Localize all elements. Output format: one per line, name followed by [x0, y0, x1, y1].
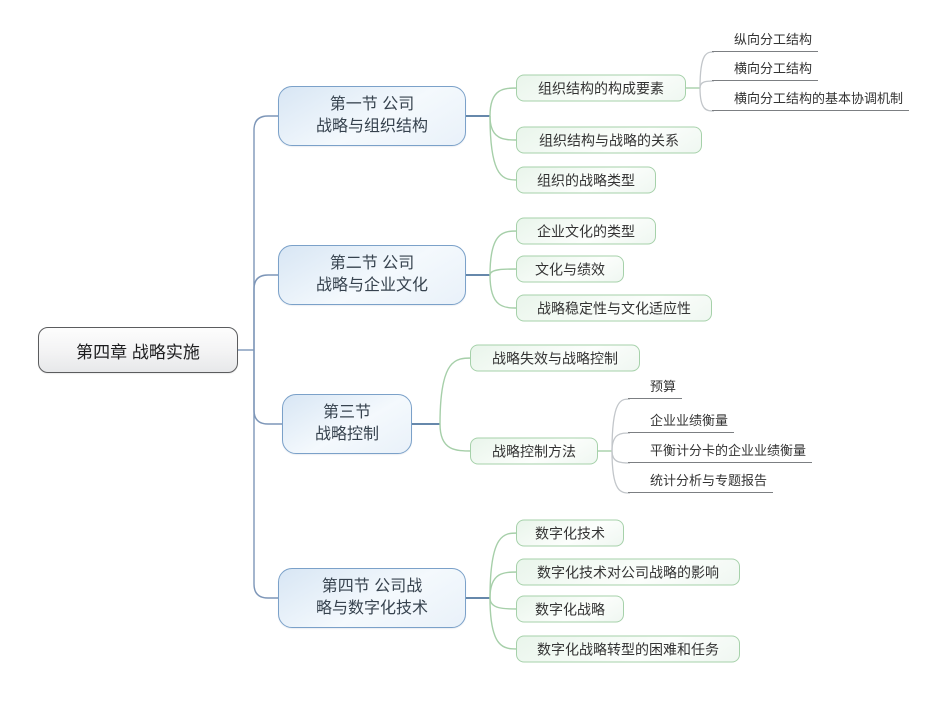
curve-4-3: [489, 597, 519, 610]
child-node-1-2[interactable]: 组织结构与战略的关系: [516, 126, 702, 154]
leaf-node-3-2-1[interactable]: 预算: [628, 374, 683, 399]
child-node-2-3[interactable]: 战略稳定性与文化适应性: [516, 294, 712, 322]
leaf-curve-1-1-2: [699, 80, 715, 89]
leaf-node-1-1-3[interactable]: 横向分工结构的基本协调机制: [712, 86, 910, 111]
curve-1-1: [489, 87, 519, 117]
curve-2-2: [489, 268, 519, 276]
leaf-curve-3-2-2: [611, 432, 631, 452]
child-node-4-1[interactable]: 数字化技术: [516, 519, 624, 547]
leaf-connector-curves: [611, 51, 715, 494]
branch-node-4[interactable]: 第四节 公司战 略与数字化技术: [278, 568, 466, 628]
trunk-lines: [238, 115, 284, 599]
branch-stub-lines: [410, 115, 490, 599]
leaf-node-1-1-1[interactable]: 纵向分工结构: [712, 27, 819, 52]
curve-4-2: [489, 571, 519, 599]
curve-4-4: [489, 597, 519, 650]
leaf-curve-1-1-1: [699, 51, 715, 89]
child-node-3-2[interactable]: 战略控制方法: [470, 437, 598, 465]
branch-node-1[interactable]: 第一节 公司 战略与组织结构: [278, 86, 466, 146]
curve-2-3: [489, 274, 519, 309]
leaf-node-3-2-2[interactable]: 企业业绩衡量: [628, 408, 735, 433]
leaf-node-1-1-2[interactable]: 横向分工结构: [712, 56, 819, 81]
child-node-2-1[interactable]: 企业文化的类型: [516, 217, 656, 245]
trunk-to-branch-3: [253, 350, 284, 425]
curve-4-1: [489, 532, 519, 599]
child-node-2-2[interactable]: 文化与绩效: [516, 255, 624, 283]
child-node-1-3[interactable]: 组织的战略类型: [516, 166, 656, 194]
trunk-to-branch-4: [253, 350, 282, 599]
child-node-4-2[interactable]: 数字化技术对公司战略的影响: [516, 558, 740, 586]
branch-node-2[interactable]: 第二节 公司 战略与企业文化: [278, 245, 466, 305]
curve-3-2: [439, 423, 473, 452]
leaf-node-3-2-4[interactable]: 统计分析与专题报告: [628, 468, 774, 493]
root-node[interactable]: 第四章 战略实施: [38, 327, 238, 373]
leaf-curve-3-2-1: [611, 398, 631, 452]
trunk-to-branch-2: [253, 274, 280, 350]
child-connector-curves: [439, 87, 700, 650]
leaf-node-3-2-3[interactable]: 平衡计分卡的企业业绩衡量: [628, 438, 813, 463]
child-node-3-1[interactable]: 战略失效与战略控制: [470, 344, 640, 372]
child-node-4-3[interactable]: 数字化战略: [516, 595, 624, 623]
leaf-curve-3-2-4: [611, 450, 631, 494]
curve-1-2: [489, 115, 519, 141]
child-node-4-4[interactable]: 数字化战略转型的困难和任务: [516, 635, 740, 663]
curve-1-3: [489, 115, 519, 181]
branch-node-3[interactable]: 第三节 战略控制: [282, 394, 412, 454]
curve-2-1: [489, 230, 519, 276]
curve-3-1: [439, 357, 473, 425]
child-node-1-1[interactable]: 组织结构的构成要素: [516, 74, 686, 102]
trunk-to-branch-1: [253, 115, 280, 350]
